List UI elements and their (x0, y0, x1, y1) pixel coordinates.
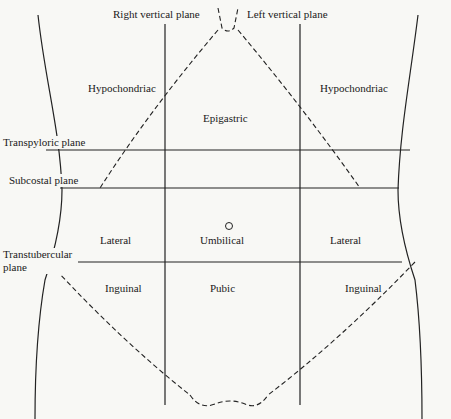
region-label: Inguinal (345, 282, 382, 295)
region-label: Hypochondriac (88, 82, 156, 95)
inguinal-ligament-left (45, 258, 190, 395)
xiphoid (218, 8, 238, 31)
region-label: Pubic (210, 282, 235, 295)
region-label: Transtubercular plane (2, 248, 78, 274)
inguinal-ligament-right (268, 262, 415, 395)
left-vertical-plane-line (299, 24, 300, 405)
body-outline-left (35, 15, 62, 419)
right-vertical-plane-line (164, 24, 165, 405)
region-label: Lateral (330, 234, 361, 247)
region-label: Lateral (100, 234, 131, 247)
umbilicus (226, 223, 233, 230)
region-label: Epigastric (203, 112, 248, 125)
region-label: Transpyloric plane (2, 136, 86, 149)
transtubercular-line (58, 261, 402, 262)
region-label: Umbilical (200, 234, 244, 247)
costal-margin-left (100, 30, 218, 188)
region-label: Subcostal plane (8, 174, 79, 187)
subcostal-line (60, 187, 399, 188)
region-label: Left vertical plane (247, 8, 328, 21)
transpyloric-line (46, 149, 410, 150)
region-label: Inguinal (105, 282, 142, 295)
pubic-margin (190, 395, 268, 406)
region-label: Hypochondriac (320, 82, 388, 95)
body-outline-right (398, 15, 422, 419)
costal-margin-right (238, 30, 360, 188)
region-label: Right vertical plane (113, 8, 200, 21)
